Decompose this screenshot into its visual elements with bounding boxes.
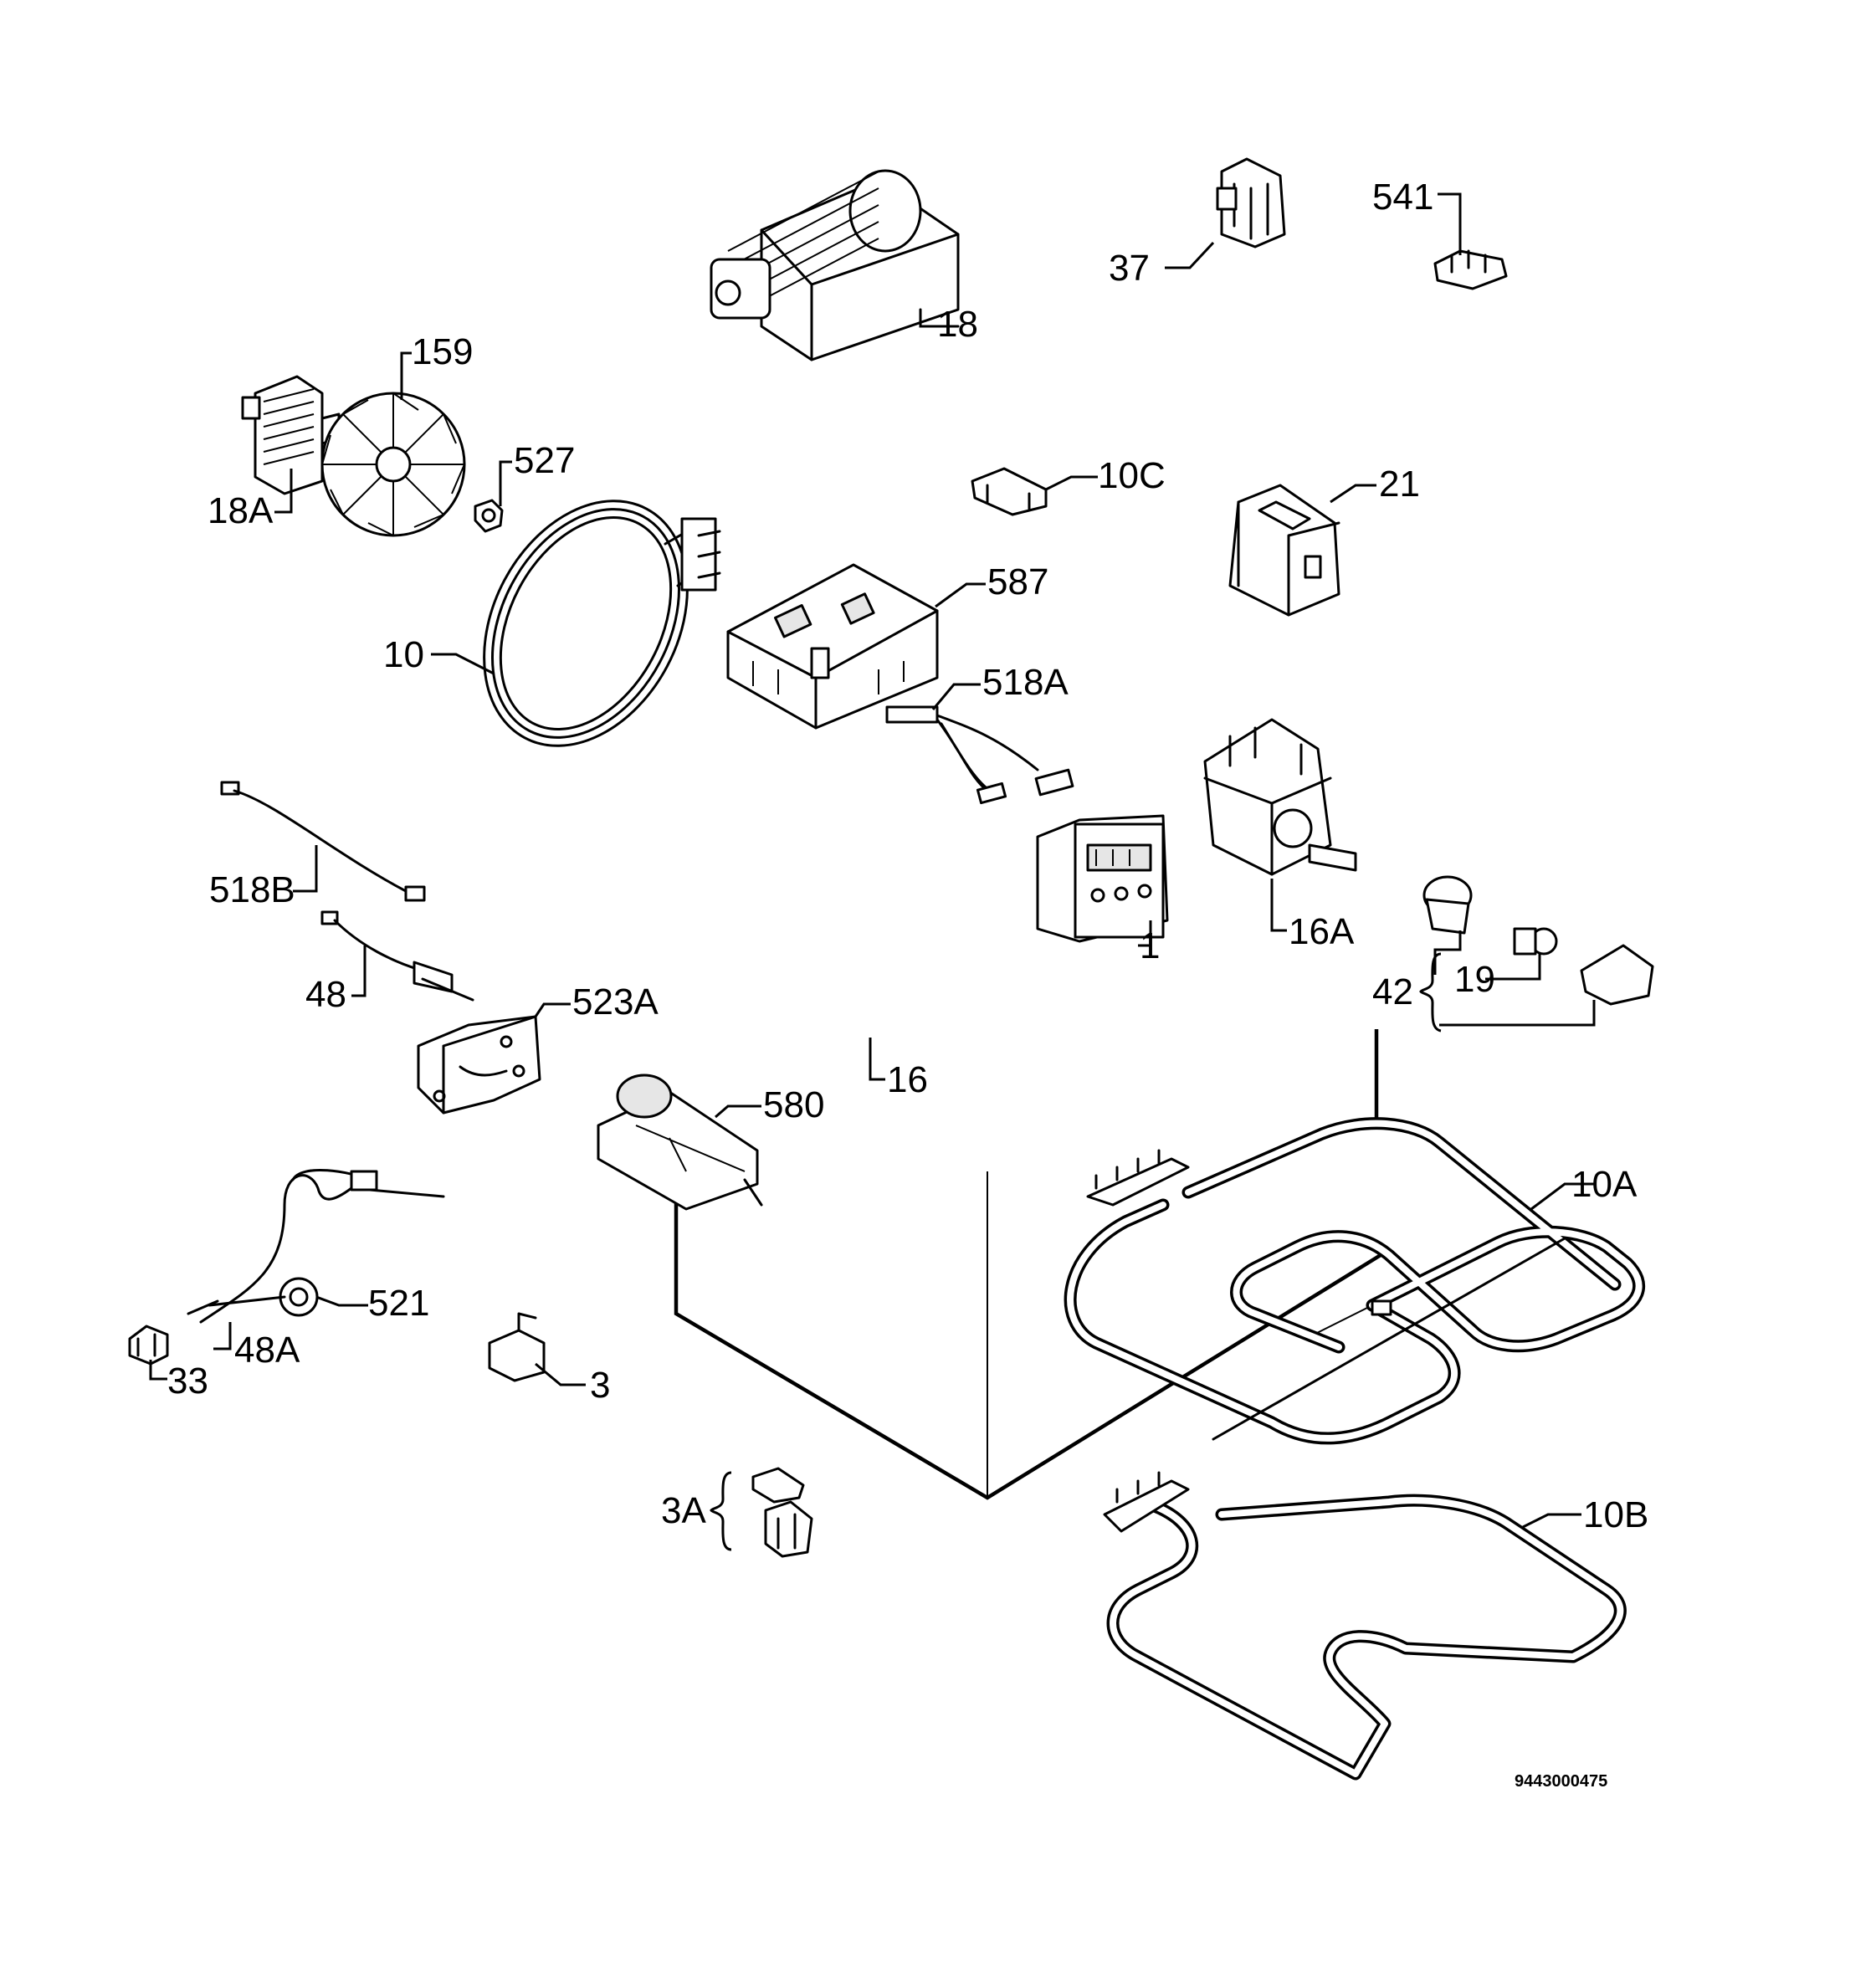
label-42: 42 [1372, 971, 1413, 1012]
label-159: 159 [412, 331, 473, 372]
leader-159 [400, 351, 412, 400]
leader-42b [1439, 1000, 1596, 1027]
fan-impeller-part [320, 392, 466, 537]
connector-33-part [128, 1325, 169, 1366]
leader-21 [1330, 484, 1376, 504]
label-521: 521 [368, 1283, 429, 1324]
leader-541 [1438, 192, 1462, 255]
label-518a: 518A [982, 662, 1069, 703]
label-523a: 523A [572, 981, 659, 1022]
leader-18a [274, 469, 293, 514]
leader-518a [931, 683, 981, 710]
leader-16a [1270, 879, 1287, 932]
brace-42 [1419, 952, 1442, 1033]
control-board-part [726, 563, 939, 730]
brace-3a [710, 1471, 732, 1551]
leader-527 [499, 460, 512, 506]
grill-heating-element-10a-part [1064, 1117, 1646, 1445]
label-48: 48 [305, 974, 346, 1015]
leader-lines [149, 192, 1596, 1551]
label-16: 16 [887, 1059, 928, 1100]
oven-lamp-set-part [1422, 875, 1654, 1006]
leader-10b [1522, 1513, 1581, 1529]
thermostat-16a-part [1203, 718, 1357, 876]
timer-module-580-part [597, 1074, 763, 1211]
capillary-thermostat-part [187, 1169, 445, 1324]
connector-clip-part [1433, 249, 1508, 290]
leader-42a [1433, 930, 1462, 975]
temperature-sensor-48-part [320, 910, 474, 1002]
leader-16 [869, 1038, 885, 1081]
switch-21-part [1228, 484, 1340, 617]
leader-10c [1045, 475, 1098, 491]
label-541: 541 [1372, 177, 1433, 218]
leader-587 [935, 582, 986, 608]
label-10c: 10C [1098, 455, 1166, 496]
label-587: 587 [987, 561, 1048, 602]
tangential-fan-part [710, 169, 960, 361]
label-518b: 518B [209, 869, 295, 910]
leader-33 [149, 1360, 167, 1381]
fan-motor-part [241, 375, 351, 495]
label-48a: 48A [234, 1330, 300, 1371]
leader-521 [315, 1295, 368, 1307]
leader-523a [534, 1002, 571, 1017]
label-10: 10 [383, 634, 424, 675]
bracket-523a-part [417, 1015, 541, 1115]
document-number: 9443000475 [1515, 1772, 1607, 1791]
label-3: 3 [590, 1365, 610, 1406]
label-18a: 18A [208, 490, 274, 531]
label-33: 33 [167, 1361, 208, 1402]
leader-10a [1530, 1182, 1594, 1211]
leader-518b [293, 845, 318, 893]
leader-19 [1485, 954, 1541, 981]
label-10b: 10B [1583, 1494, 1648, 1535]
clip-10c-part [971, 467, 1048, 516]
leader-10 [431, 653, 495, 675]
terminal-block-part [1216, 157, 1286, 249]
label-37: 37 [1109, 248, 1150, 289]
leader-1 [1138, 920, 1152, 947]
leader-48a [213, 1322, 232, 1350]
fan-nut-part [474, 499, 504, 533]
callout-labels: 18 37 541 159 18A 527 10C 21 587 10 518A… [167, 177, 1648, 1791]
label-3a: 3A [661, 1490, 706, 1531]
bottom-heating-element-10b-part [1103, 1471, 1627, 1781]
label-580: 580 [763, 1084, 824, 1125]
label-527: 527 [514, 440, 575, 481]
label-21: 21 [1379, 464, 1420, 505]
display-module-part [1036, 814, 1169, 943]
leader-48 [351, 946, 366, 997]
leader-18 [919, 310, 935, 328]
label-18: 18 [937, 304, 978, 345]
wiring-harness-518a-part [885, 705, 1074, 805]
leader-580 [715, 1104, 761, 1119]
leader-3 [535, 1362, 586, 1386]
label-16a: 16A [1289, 911, 1355, 952]
terminal-3-part [488, 1312, 546, 1382]
leader-37 [1165, 241, 1215, 269]
circular-heating-element-part [483, 500, 721, 747]
label-10a: 10A [1571, 1164, 1638, 1205]
label-19: 19 [1454, 959, 1495, 1000]
terminal-set-3a-part [751, 1467, 813, 1558]
label-1: 1 [1140, 925, 1160, 966]
wire-518b-part [220, 781, 426, 902]
